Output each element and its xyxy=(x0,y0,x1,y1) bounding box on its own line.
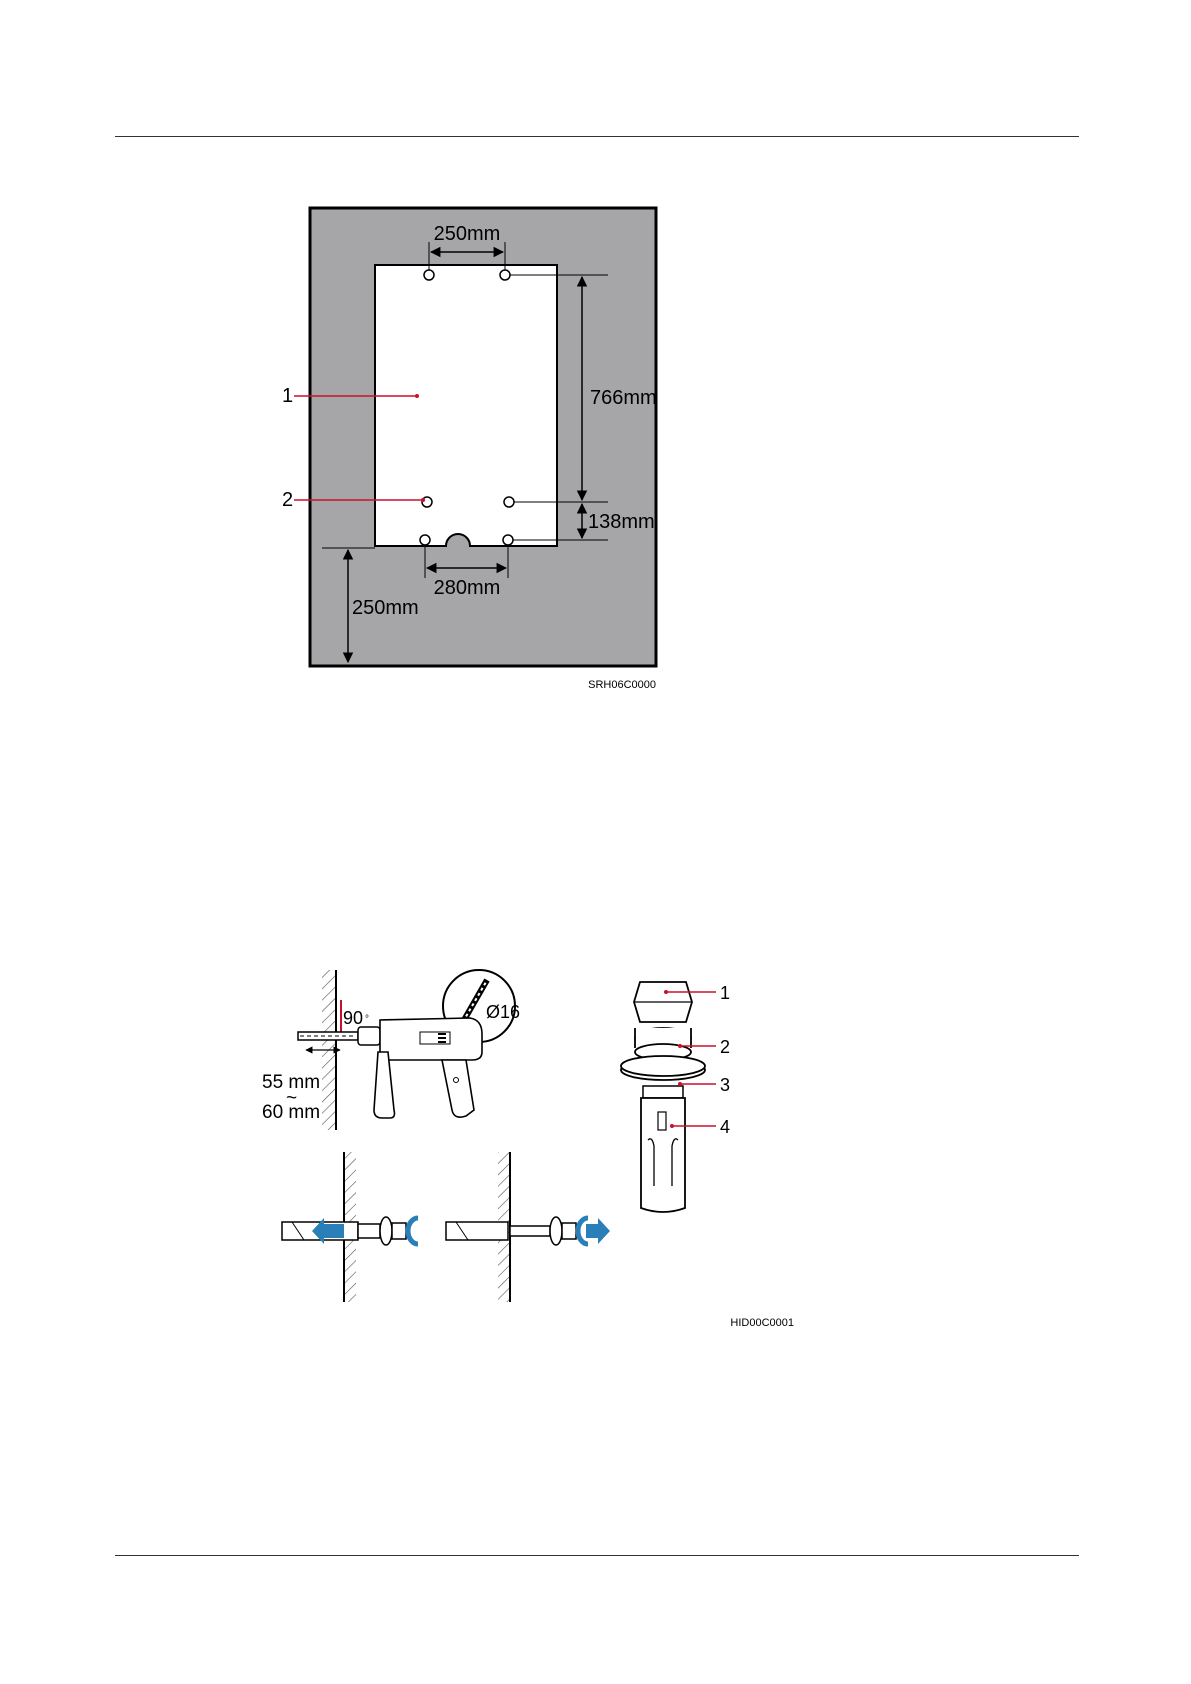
dim-label-top: 250mm xyxy=(434,223,501,245)
drill-bit-label: Ø16 xyxy=(486,1002,520,1022)
pull-arrow-icon xyxy=(586,1218,610,1244)
bolt-tighten-illustration xyxy=(446,1217,610,1245)
callout-2-label: 2 xyxy=(282,489,293,511)
svg-text:3: 3 xyxy=(720,1075,730,1095)
mounting-hole xyxy=(500,270,510,280)
figure-code: HID00C0001 xyxy=(730,1317,794,1329)
dim-label-floor: 250mm xyxy=(352,597,419,619)
dim-label-766: 766mm xyxy=(590,387,657,409)
mounting-hole-layout-figure: 250mm 766mm 138mm 280mm 250mm 1 2 SRH06C… xyxy=(260,200,680,700)
mounting-hole xyxy=(504,497,514,507)
dim-label-280: 280mm xyxy=(434,577,501,599)
svg-text:4: 4 xyxy=(720,1117,730,1137)
footer-rule xyxy=(115,1555,1079,1556)
header-rule xyxy=(115,136,1079,137)
svg-text:2: 2 xyxy=(720,1037,730,1057)
depth-max-label: 60 mm xyxy=(262,1102,320,1123)
mounting-hole xyxy=(424,270,434,280)
angle-label: 90 xyxy=(343,1008,363,1028)
figure-code: SRH06C0000 xyxy=(588,679,656,691)
svg-text:1: 1 xyxy=(720,983,730,1003)
mounting-hole xyxy=(503,535,513,545)
mounting-hole xyxy=(420,535,430,545)
expansion-bolt-installation-figure: Ø16 90 ° 55 mm ~ 60 mm xyxy=(260,960,800,1330)
dim-label-138: 138mm xyxy=(588,511,655,533)
expansion-bolt-exploded xyxy=(621,982,705,1212)
cabinet-outline xyxy=(375,265,557,546)
power-drill-icon xyxy=(358,1018,482,1118)
callout-1-label: 1 xyxy=(282,385,293,407)
angle-unit: ° xyxy=(365,1014,369,1025)
